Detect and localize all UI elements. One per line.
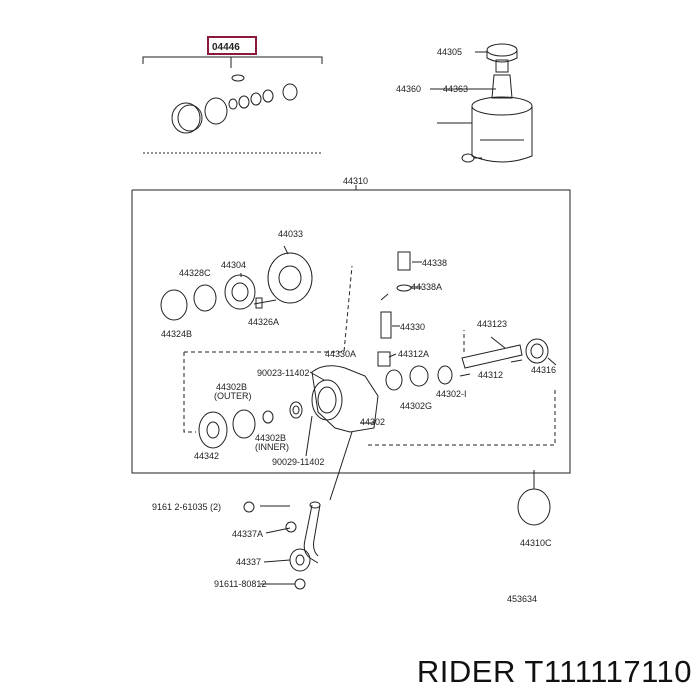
kit-bracket <box>142 56 323 64</box>
reservoir-tank <box>471 96 533 116</box>
label-44316: 44316 <box>531 365 556 375</box>
label-44342: 44342 <box>194 451 219 461</box>
label-44305: 44305 <box>437 47 462 57</box>
label-44337a: 44337A <box>232 529 263 539</box>
label-44302b-inner: 44302B <box>255 433 286 443</box>
label-44302h: 44302-I <box>436 389 467 399</box>
label-44330: 44330 <box>400 322 425 332</box>
label-44326a: 44326A <box>248 317 279 327</box>
pump-assembly-bracket <box>131 189 571 474</box>
outlet-union <box>289 548 311 572</box>
label-44310: 44310 <box>343 176 368 186</box>
pump-shaft <box>461 344 523 369</box>
label-44363: 44363 <box>443 84 468 94</box>
end-cover <box>198 411 228 449</box>
kit-label: 04446 <box>212 42 240 53</box>
label-44302: 44302 <box>360 417 385 427</box>
label-443123: 443123 <box>477 319 507 329</box>
label-44338a: 44338A <box>411 282 442 292</box>
label-44328c: 44328C <box>179 268 211 278</box>
label-44302b-outer-note: (OUTER) <box>214 391 252 401</box>
label-90023: 90023-11402 <box>257 368 309 378</box>
label-44033: 44033 <box>278 229 303 239</box>
label-44302g: 44302G <box>400 401 432 411</box>
label-44360: 44360 <box>396 84 421 94</box>
label-44302b-outer: 44302B <box>216 382 247 392</box>
label-44312a: 44312A <box>398 349 429 359</box>
label-44302b-inner-note: (INNER) <box>255 442 289 452</box>
rotor-cam <box>267 252 313 304</box>
label-44338: 44338 <box>422 258 447 268</box>
reservoir-cap <box>486 43 518 57</box>
kit-label-box <box>207 36 257 55</box>
gasket-ring <box>517 488 551 526</box>
label-44324b: 44324B <box>161 329 192 339</box>
pump-housing <box>311 365 379 433</box>
label-90029: 90029-11402 <box>272 457 324 467</box>
part-number-caption: RIDER T111117110 <box>416 654 692 689</box>
label-91612: 9161 2-61035 (2) <box>152 502 221 512</box>
label-44330a: 44330A <box>325 349 356 359</box>
label-44304: 44304 <box>221 260 246 270</box>
label-44310c: 44310C <box>520 538 552 548</box>
label-91611: 91611-80812 <box>214 579 266 589</box>
diagram-id: 453634 <box>507 594 537 604</box>
label-44312: 44312 <box>478 370 503 380</box>
label-44337: 44337 <box>236 557 261 567</box>
